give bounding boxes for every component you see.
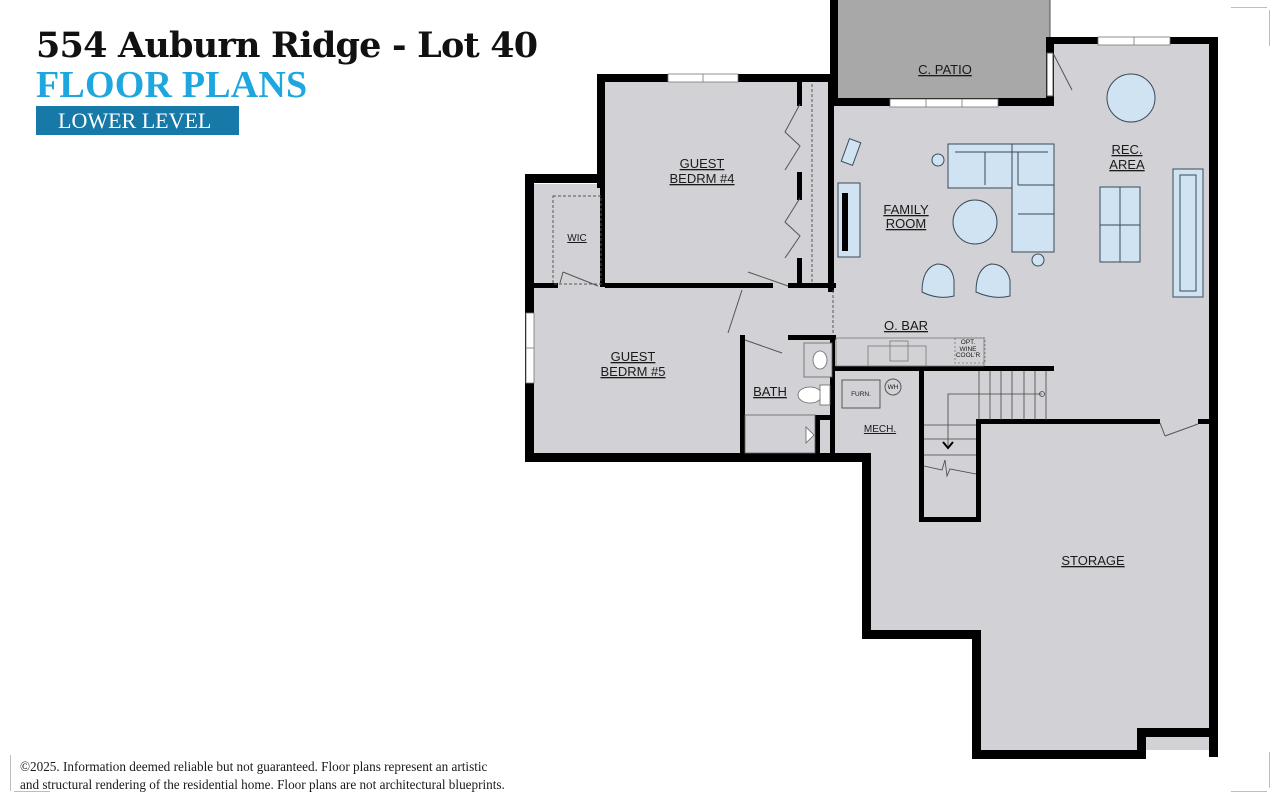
label-storage: STORAGE xyxy=(1061,553,1125,568)
label-wic: WIC xyxy=(567,233,586,244)
crop-mark-bottom-left-h xyxy=(14,791,50,792)
windows xyxy=(525,36,1171,384)
family-room-furniture xyxy=(837,138,1055,298)
swing-doors xyxy=(559,271,1199,437)
stairs xyxy=(923,371,1047,478)
label-family-room-line1: FAMILY xyxy=(883,202,929,217)
disclaimer: ©2025. Information deemed reliable but n… xyxy=(20,758,505,794)
label-bath: BATH xyxy=(753,384,787,399)
label-water-heater: WH xyxy=(888,384,899,391)
patio-door xyxy=(1046,52,1073,97)
label-guest-bedroom-5-line1: GUEST xyxy=(611,349,656,364)
level-badge: LOWER LEVEL xyxy=(36,106,239,135)
label-mech: MECH. xyxy=(864,424,896,435)
label-family-room-line2: ROOM xyxy=(886,216,926,231)
property-title: 554 Auburn Ridge - Lot 40 xyxy=(36,25,538,66)
label-wine-cooler-line2: WINE xyxy=(960,346,978,353)
label-patio: C. PATIO xyxy=(918,62,972,77)
disclaimer-line-1: ©2025. Information deemed reliable but n… xyxy=(20,759,488,774)
label-guest-bedroom-5-line2: BEDRM #5 xyxy=(600,364,665,379)
bath-fixtures xyxy=(744,342,833,454)
label-guest-bedroom-4-line2: BEDRM #4 xyxy=(669,171,734,186)
label-wine-cooler-line1: OPT. xyxy=(961,339,976,346)
label-wine-cooler-line3: COOL'R xyxy=(956,352,981,359)
floor-areas xyxy=(532,42,1212,750)
rec-area-furniture xyxy=(1099,73,1204,298)
label-rec-area-line1: REC. xyxy=(1111,142,1142,157)
floor-plans-heading: FLOOR PLANS xyxy=(36,64,308,106)
crop-mark-top-right-v xyxy=(1269,10,1270,46)
mechanical-equipment xyxy=(841,378,902,409)
plan-header: 554 Auburn Ridge - Lot 40 FLOOR PLANS LO… xyxy=(36,25,538,135)
bar-counter xyxy=(835,337,986,367)
label-rec-area-line2: AREA xyxy=(1109,157,1145,172)
label-furnace: FURN. xyxy=(851,391,871,398)
crop-mark-bottom-right-v xyxy=(1269,752,1270,788)
crop-mark-bottom-left-v xyxy=(10,755,11,791)
label-bar: O. BAR xyxy=(884,318,928,333)
crop-mark-top-right-h xyxy=(1231,7,1267,8)
disclaimer-line-2: and structural rendering of the resident… xyxy=(20,777,505,792)
label-guest-bedroom-4-line1: GUEST xyxy=(680,156,725,171)
tv-icon xyxy=(842,193,848,251)
crop-mark-bottom-right-h xyxy=(1231,791,1267,792)
covered-patio xyxy=(836,0,1051,103)
closet-bifold-doors xyxy=(552,84,813,285)
